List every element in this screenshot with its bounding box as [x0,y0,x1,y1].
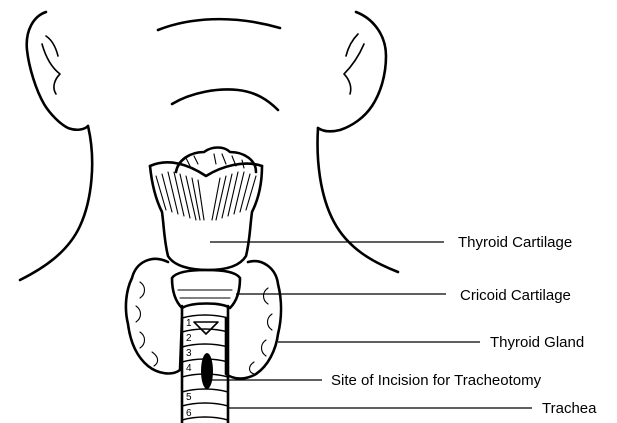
label-trachea: Trachea [542,400,597,417]
cricoid-cartilage-shape [172,270,240,308]
cricoid-shading [178,290,232,298]
larynx [150,148,262,309]
ring-number: 6 [186,408,192,419]
thyroid-cartilage-shape [150,166,262,270]
thyroid-right-lobe [226,261,281,378]
trachea-ring [182,403,228,406]
incision-mark [201,353,213,389]
label-thyroid-gland: Thyroid Gland [490,334,584,351]
upper-cartilage-rim [150,162,262,176]
chin-curve [172,90,278,110]
chin-top-line [158,19,280,30]
ring-number: 4 [186,363,192,374]
thyroid-left-lobe-texture [136,282,158,366]
thyroid-hatching-right [212,172,256,220]
label-cricoid-cartilage: Cricoid Cartilage [460,287,571,304]
ring-number: 3 [186,348,192,359]
ring-number: 2 [186,333,192,344]
labels: Thyroid Cartilage Cricoid Cartilage Thyr… [331,234,597,417]
label-incision-site: Site of Incision for Tracheotomy [331,372,542,389]
head-outline [20,12,398,280]
trachea-structure: 1 2 3 4 5 6 [182,306,228,423]
right-ear [318,12,386,131]
left-ear-inner [42,36,60,94]
right-jaw-line [318,128,398,272]
left-jaw-line [20,126,92,280]
ring-number: 1 [186,318,192,329]
right-ear-inner [344,34,364,94]
thyroid-isthmus [194,322,218,334]
trachea-ring [182,329,228,332]
label-thyroid-cartilage: Thyroid Cartilage [458,234,572,251]
ring-number: 5 [186,392,192,403]
trachea-ring [182,344,228,347]
